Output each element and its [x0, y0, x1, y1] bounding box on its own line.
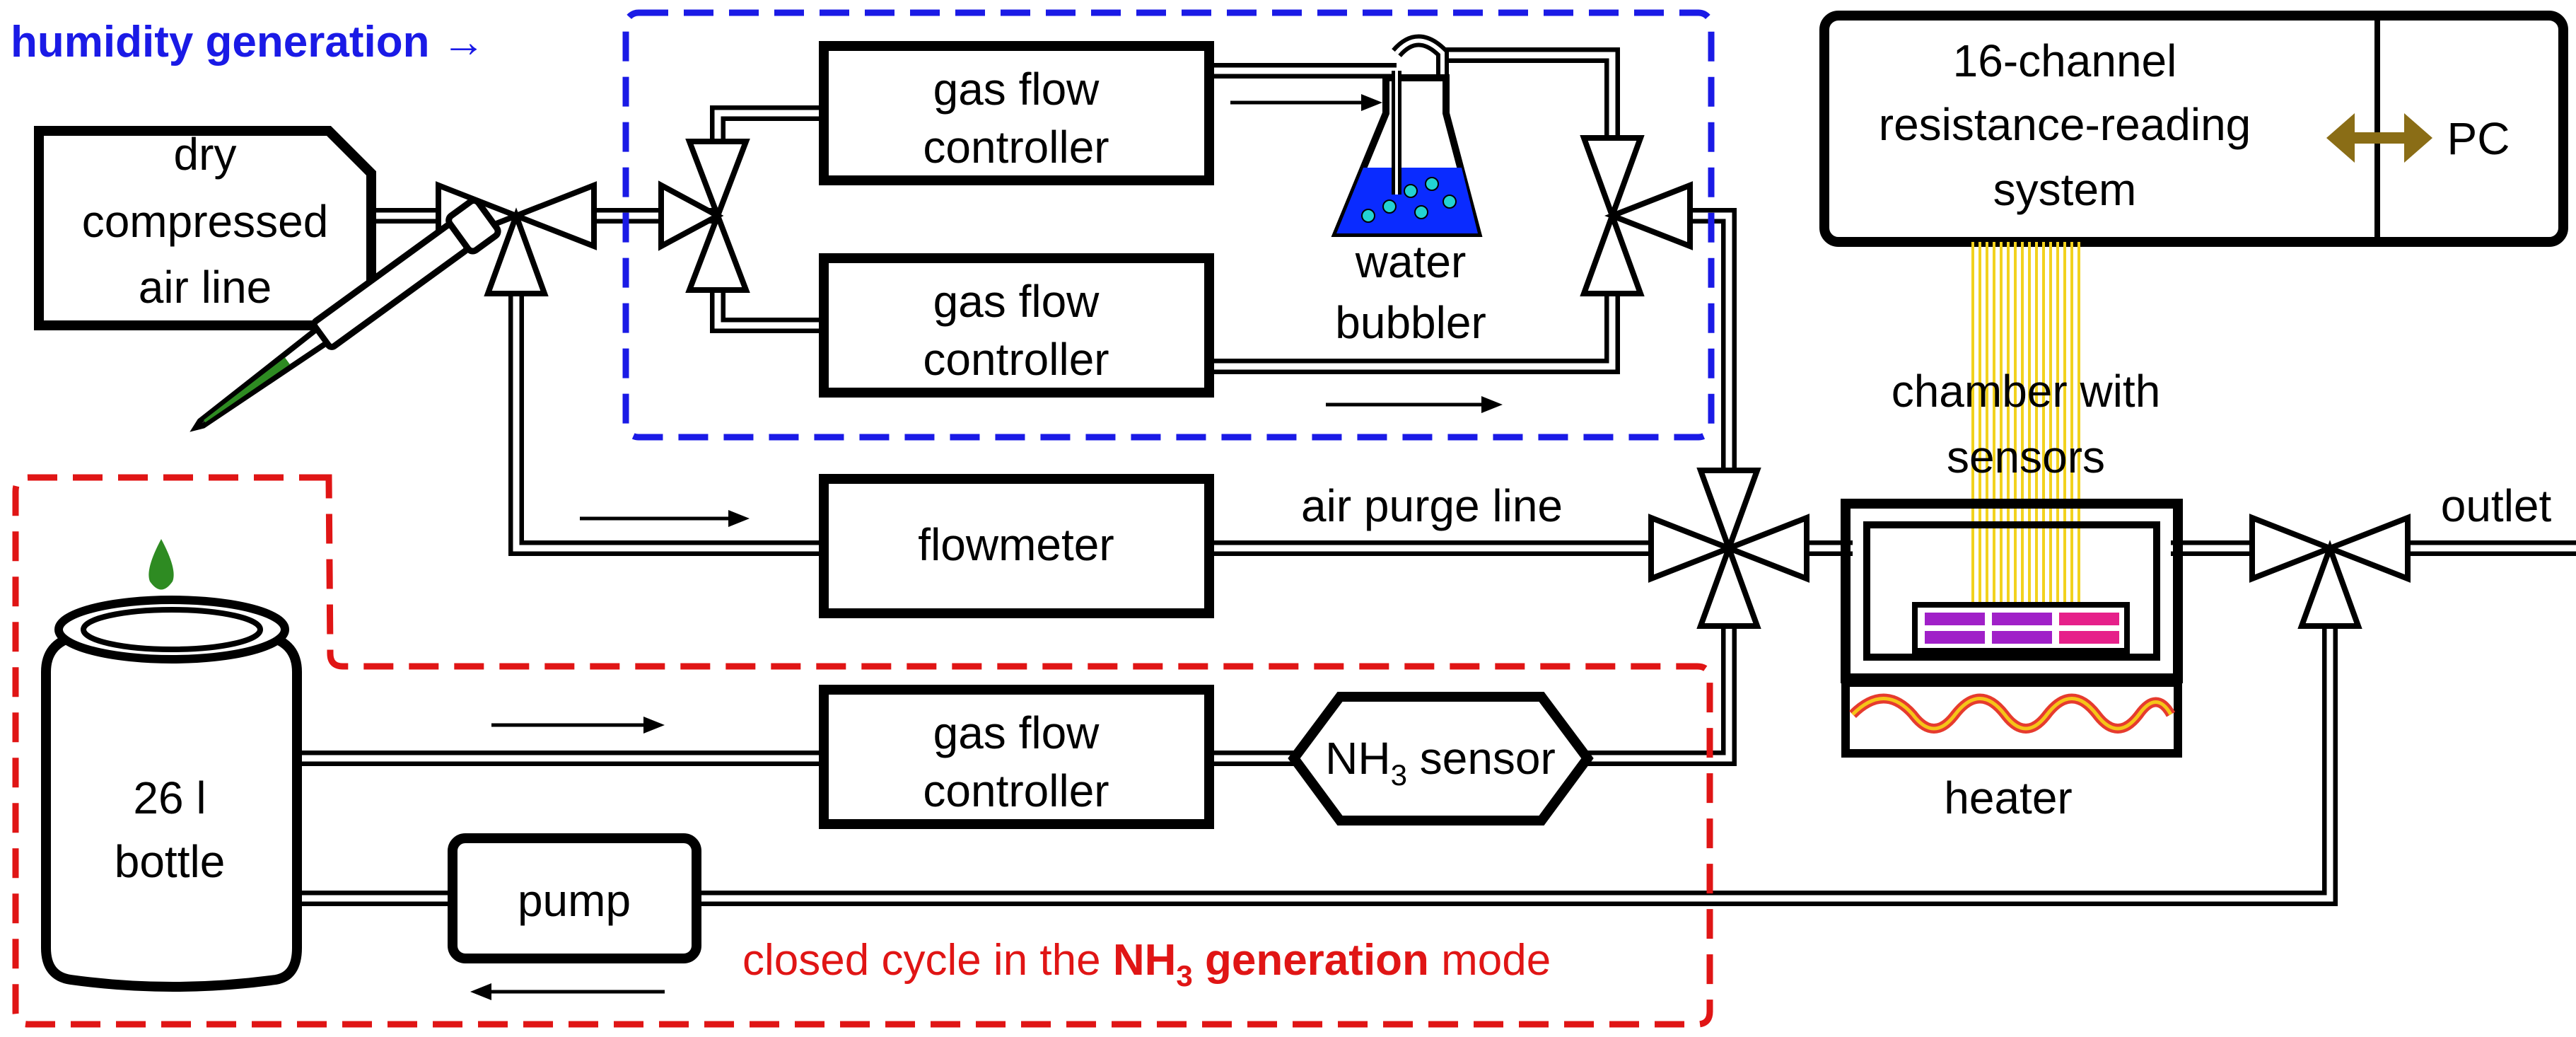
flowmeter: flowmeter — [819, 474, 1214, 618]
valve-3 — [1580, 135, 1693, 296]
humidity-generation-region — [622, 9, 1715, 441]
gfc-bot-label-line1: gas flow — [933, 707, 1100, 758]
resistance-system-label-line3: system — [1993, 164, 2137, 215]
heater-label: heater — [1944, 772, 2072, 823]
pump: pump — [448, 833, 701, 963]
gas-flow-controller-bottom: gas flow controller — [819, 685, 1214, 829]
gfc-top-label-line2: controller — [923, 122, 1109, 173]
gfc-bot-label-line2: controller — [923, 765, 1109, 816]
gfc-mid-label-line2: controller — [923, 334, 1109, 385]
sensor-wires — [1971, 242, 2080, 615]
closed-cycle-label: closed cycle in the NH3 generation mode — [742, 936, 1551, 992]
chamber-label-line1: chamber with — [1892, 366, 2161, 417]
four-way-valve — [1648, 468, 1809, 629]
gas-flow-controller-middle: gas flow controller — [819, 253, 1214, 398]
resistance-reading-system: 16-channel resistance-reading system PC — [1819, 11, 2568, 247]
water-bubbler-label-line2: bubbler — [1335, 297, 1486, 348]
sensor-chip — [1912, 602, 2130, 654]
heater-coil-icon — [1841, 678, 2182, 758]
dry-air-label-line3: air line — [139, 262, 272, 313]
bottle-label-line1: 26 l — [133, 772, 206, 823]
gas-flow-controller-top: gas flow controller — [819, 41, 1214, 185]
dry-air-label-line1: dry — [174, 129, 237, 180]
pc-label: PC — [2447, 113, 2510, 164]
bidirectional-arrow-icon — [2326, 113, 2432, 163]
humidity-generation-label: humidity generation → — [11, 18, 486, 66]
nh3-sensor-label: NH3 sensor — [1325, 733, 1556, 792]
flow-arrow-top — [1230, 94, 1382, 111]
gfc-mid-label-line1: gas flow — [933, 276, 1100, 327]
bottle-label-line2: bottle — [115, 836, 226, 887]
water-bubbler-label-line1: water — [1355, 236, 1467, 287]
flow-arrow-nh3 — [491, 717, 665, 734]
flow-arrow-mid — [1326, 396, 1503, 413]
pipette-icon — [190, 197, 501, 432]
nh3-sensor: NH3 sensor — [1288, 692, 1594, 825]
resistance-system-label-line2: resistance-reading — [1879, 99, 2251, 150]
outlet-valve — [2249, 514, 2411, 629]
droplet-icon — [148, 539, 174, 590]
pump-label: pump — [518, 875, 631, 926]
flow-arrow-return — [470, 983, 665, 1000]
water-bubbler-flask-icon — [1331, 34, 1483, 237]
sensor-chamber — [1841, 499, 2183, 683]
outlet-label: outlet — [2441, 480, 2552, 531]
flowmeter-label: flowmeter — [918, 519, 1114, 570]
air-purge-line-label: air purge line — [1301, 480, 1563, 531]
gfc-top-label-line1: gas flow — [933, 64, 1100, 115]
nh3-generation-region — [12, 474, 1713, 1028]
dry-air-line: dry compressed air line — [34, 126, 376, 330]
valve-2 — [658, 139, 750, 293]
dry-air-label-line2: compressed — [82, 196, 329, 247]
chamber-label-line2: sensors — [1947, 431, 2105, 482]
pipe-v3-fourway — [1648, 208, 1737, 509]
gas-bottle-icon — [41, 596, 302, 992]
pipe-bubbler-v3 — [1443, 47, 1620, 177]
resistance-system-label-line1: 16-channel — [1953, 35, 2177, 86]
flow-arrow-purge — [580, 510, 750, 527]
